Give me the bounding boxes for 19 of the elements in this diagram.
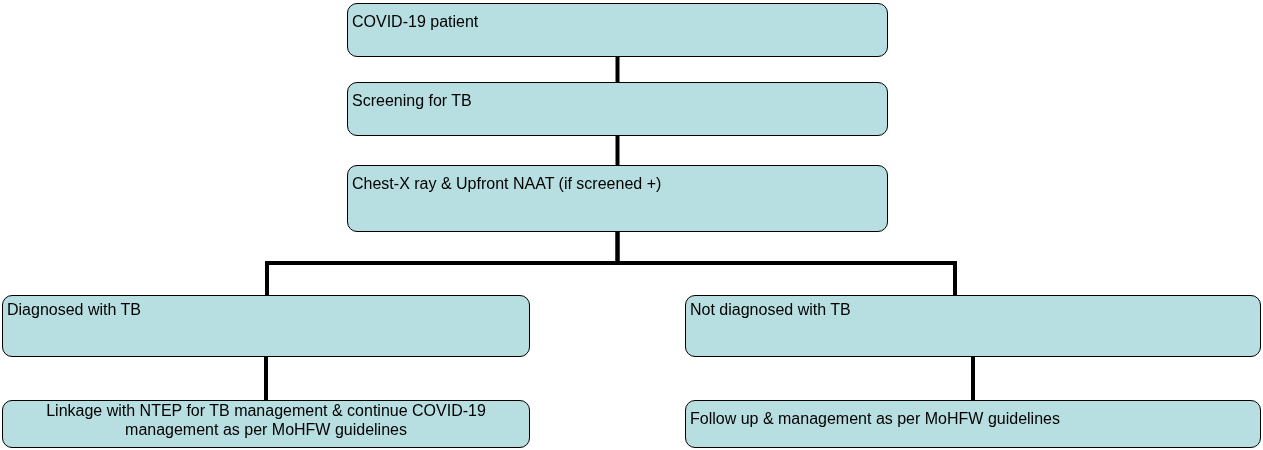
process-box (347, 165, 888, 232)
process-box (2, 400, 530, 448)
process-box (685, 400, 1261, 448)
box-label: Diagnosed with TB (7, 300, 141, 319)
box-label: Linkage with NTEP for TB management & continue COVID-19 management as per MoHFW guidelines (45, 401, 487, 439)
box-label: Follow up & management as per MoHFW guidelines (690, 409, 1060, 428)
box-label: Screening for TB (352, 91, 472, 110)
process-box (347, 82, 888, 136)
box-label: Not diagnosed with TB (690, 300, 851, 319)
box-label: Chest-X ray & Upfront NAAT (if screened +) (352, 174, 662, 193)
connector-line (615, 136, 620, 165)
process-box (2, 295, 530, 357)
connector-line (971, 357, 975, 400)
connector-line (615, 232, 957, 295)
process-box (685, 295, 1261, 357)
process-box (347, 3, 888, 57)
connector-line (615, 57, 620, 82)
box-label: COVID-19 patient (352, 12, 479, 31)
connector-line (264, 357, 268, 400)
